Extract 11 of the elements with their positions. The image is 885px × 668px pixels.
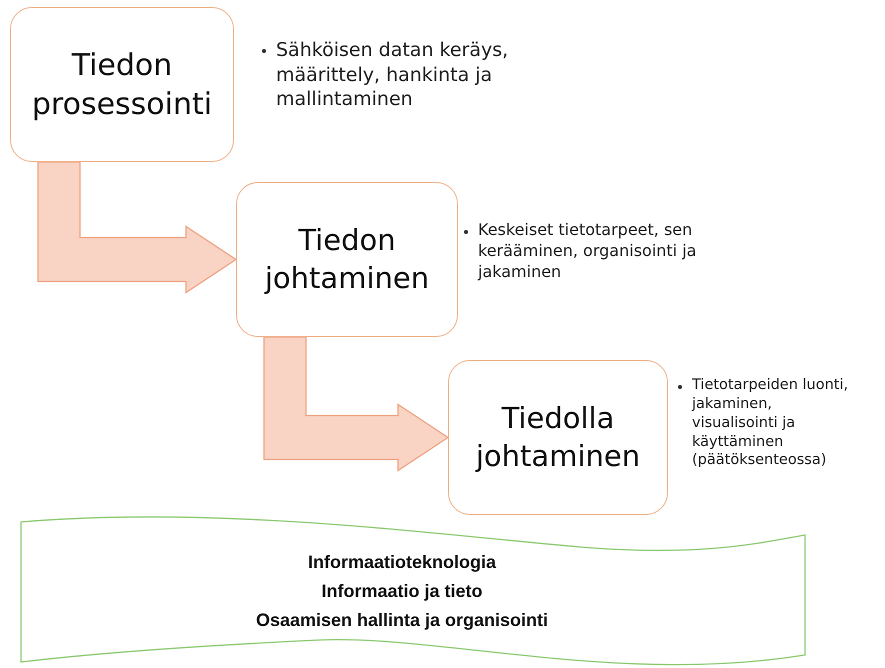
- process-box: Tiedon prosessointi: [10, 7, 234, 162]
- bullet-text: Tietotarpeiden luonti, jakaminen, visualisointi ja käyttäminen (päätöksenteossa): [692, 376, 850, 470]
- banner-text: Informaatioteknologia: [308, 550, 496, 574]
- banner-text: Osaamisen hallinta ja organisointi: [256, 608, 548, 632]
- banner-text: Informaatio ja tieto: [321, 580, 482, 603]
- bullet-text: Keskeiset tietotarpeet, sen kerääminen, organisointi ja jakaminen: [478, 220, 698, 282]
- bullet-text: Sähköisen datan keräys, määrittely, hankinta ja mallintaminen: [276, 38, 510, 112]
- block-arrow: [37, 161, 238, 294]
- block-arrow: [263, 336, 450, 472]
- process-box: Tiedolla johtaminen: [448, 360, 668, 515]
- process-box: Tiedon johtaminen: [236, 182, 458, 337]
